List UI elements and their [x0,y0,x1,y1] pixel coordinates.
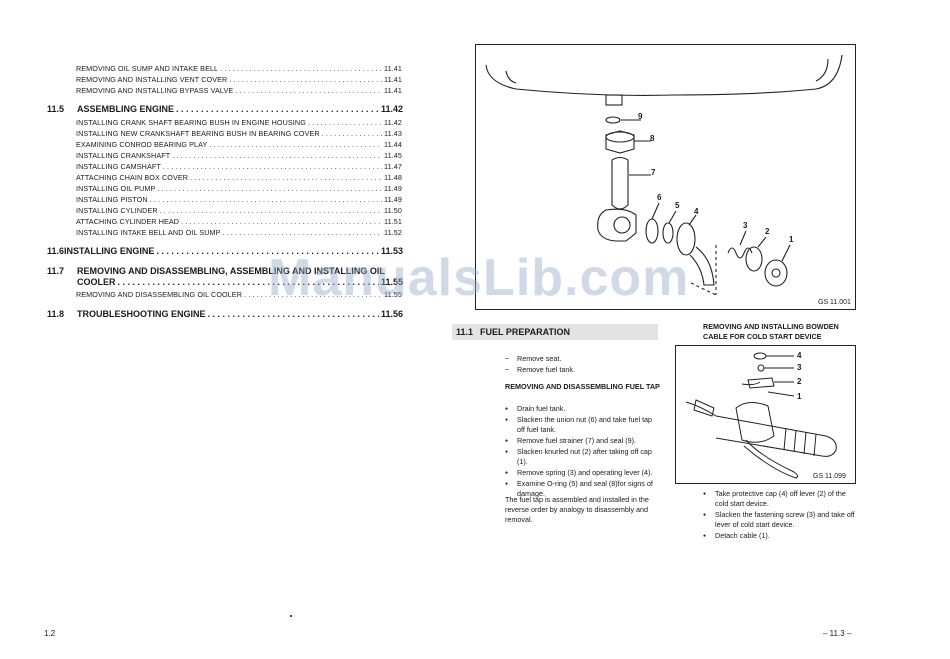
toc-entry[interactable]: ATTACHING CHAIN BOX COVER11.48 [76,173,402,182]
toc-entry[interactable]: INSTALLING INTAKE BELL AND OIL SUMP11.52 [76,228,402,237]
callout-2: 2 [797,377,802,386]
section-number: 11.1 [456,327,474,337]
prep-steps: Remove seat. Remove fuel tank. [505,354,655,376]
list-item: Remove fuel tank. [505,365,655,375]
subheading-fuel-tap: REMOVING AND DISASSEMBLING FUEL TAP [505,382,660,391]
callout-8: 8 [650,134,655,143]
bowden-steps: Take protective cap (4) off lever (2) of… [703,489,858,542]
callout-4: 4 [694,207,699,216]
toc-entry[interactable]: INSTALLING NEW CRANKSHAFT BEARING BUSH I… [76,129,402,138]
subheading-bowden-cable: REMOVING AND INSTALLING BOWDEN CABLE FOR… [703,322,839,341]
toc-entry[interactable]: REMOVING AND DISASSEMBLING OIL COOLER11.… [76,290,402,299]
toc-entry[interactable]: INSTALLING CRANKSHAFT11.45 [76,151,402,160]
list-item: Remove fuel strainer (7) and seal (9). [505,436,659,446]
toc-entry[interactable]: REMOVING AND INSTALLING VENT COVER11.41 [76,75,402,84]
figure-fuel-tap: 9 8 7 6 5 4 3 2 1 GS 11.001 [475,44,856,310]
toc-entry[interactable]: INSTALLING CAMSHAFT11.47 [76,162,402,171]
reassembly-note: The fuel tap is assembled and installed … [505,495,649,524]
figure-caption: GS 11.001 [818,299,851,306]
callout-9: 9 [638,112,643,121]
toc-entry[interactable]: ATTACHING CYLINDER HEAD11.51 [76,217,402,226]
list-item: Drain fuel tank. [505,404,659,414]
section-title: FUEL PREPARATION [480,327,571,337]
fuel-tap-exploded-drawing [485,54,843,296]
toc-entry[interactable]: INSTALLING CYLINDER11.50 [76,206,402,215]
figure-cold-start-lever: 4 3 2 1 GS 11.099 [675,345,856,484]
callout-1: 1 [789,235,794,244]
callout-1: 1 [797,392,802,401]
toc-entry[interactable]: INSTALLING PISTON11.49 [76,195,402,204]
callout-4: 4 [797,351,802,360]
toc-section-11-7-line2[interactable]: COOLER11.55 [77,277,403,287]
page-number-left: 1.2 [44,629,56,638]
callout-3: 3 [743,221,748,230]
callout-7: 7 [651,168,656,177]
page-number-right: – 11.3 – [823,629,852,638]
callout-5: 5 [675,201,680,210]
callout-2: 2 [765,227,770,236]
list-item: Detach cable (1). [703,531,858,541]
toc-entry[interactable]: INSTALLING CRANK SHAFT BEARING BUSH IN E… [76,118,402,127]
toc-entry[interactable]: EXAMINING CONROD BEARING PLAY11.44 [76,140,402,149]
list-item: Slacken the union nut (6) and take fuel … [505,415,659,435]
list-item: Examine O-ring (5) and seal (8)for signs… [505,479,659,499]
list-item: Slacken the fastening screw (3) and take… [703,510,858,530]
list-item: Remove seat. [505,354,655,364]
section-heading-bar: 11.1 FUEL PREPARATION [452,324,658,340]
stray-mark [290,615,292,617]
toc-entry[interactable]: REMOVING OIL SUMP AND INTAKE BELL11.41 [76,64,402,73]
figure-caption: GS 11.099 [813,473,846,480]
fuel-tap-steps: Drain fuel tank. Slacken the union nut (… [505,404,659,500]
list-item: Slacken knurled nut (2) after taking off… [505,447,659,467]
cold-start-lever-drawing [685,352,837,479]
callout-3: 3 [797,363,802,372]
watermark: ManualsLib.com [268,249,690,307]
list-item: Take protective cap (4) off lever (2) of… [703,489,858,509]
list-item: Remove spring (3) and operating lever (4… [505,468,659,478]
callout-6: 6 [657,193,662,202]
toc-entry[interactable]: INSTALLING OIL PUMP11.49 [76,184,402,193]
toc-entry[interactable]: REMOVING AND INSTALLING BYPASS VALVE11.4… [76,86,402,95]
